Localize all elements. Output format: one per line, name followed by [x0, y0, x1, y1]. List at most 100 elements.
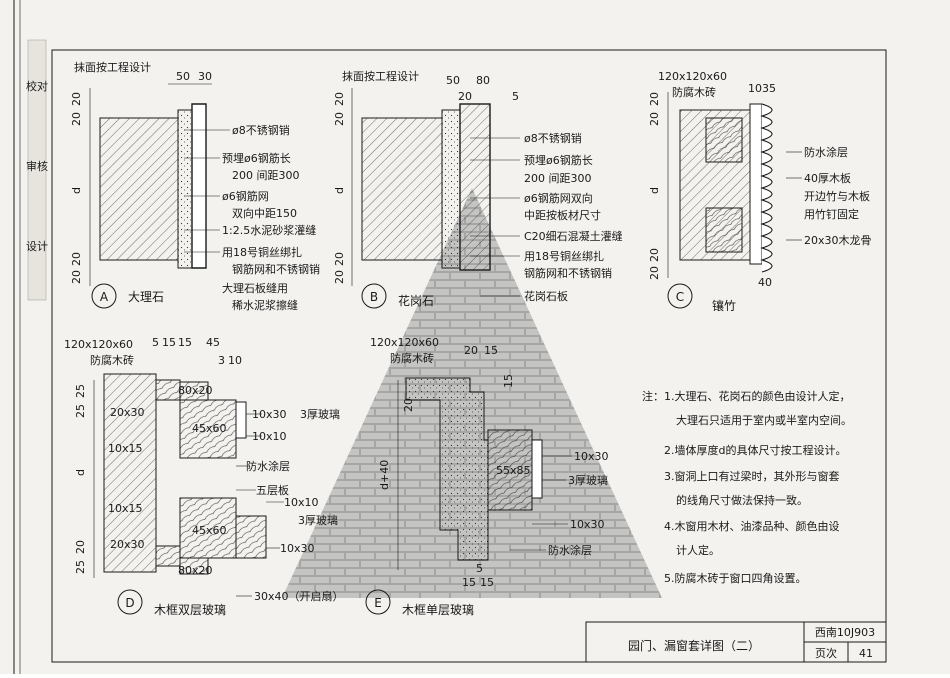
d-lbl-3: 45x60: [192, 422, 227, 435]
e-dim-s2: 20: [402, 398, 415, 412]
b-dim-l2: 20: [333, 112, 346, 126]
detail-a: 抹面按工程设计 50 30 20 20 d 20 20 ø8不锈钢销 预埋ø6钢…: [70, 60, 320, 312]
notes-head: 注：: [642, 389, 664, 403]
note-1b: 大理石只适用于室内或半室内空间。: [676, 413, 852, 427]
note-3b: 的线角尺寸做法保持一致。: [676, 493, 808, 507]
a-note-1: ø8不锈钢销: [232, 123, 290, 137]
c-dim-l5: 20: [648, 266, 661, 280]
binding-strip: 校对 审核 设计: [13, 0, 48, 674]
d-note-7: 3厚玻璃: [298, 513, 338, 527]
e-note-2: 3厚玻璃: [568, 473, 608, 487]
d-dim-l2: 25: [74, 404, 87, 418]
e-name: 木框单层玻璃: [402, 603, 474, 617]
d-note-6: 10x10: [284, 496, 319, 509]
d-top-label-2: 防腐木砖: [90, 353, 134, 367]
d-note-2: 3厚玻璃: [300, 407, 340, 421]
d-dim-t5: 3: [218, 354, 225, 367]
b-note-3: 200 间距300: [524, 172, 592, 185]
b-note-7: 用18号铜丝绑扎: [524, 249, 604, 263]
detail-c: 120x120x60 防腐木砖 10 35 20 20 d 20 20 40 防…: [648, 70, 872, 313]
e-note-1: 10x30: [574, 450, 609, 463]
e-top-label-1: 120x120x60: [370, 336, 439, 349]
d-top-label-1: 120x120x60: [64, 338, 133, 351]
b-note-5: 中距按板材尺寸: [524, 208, 601, 222]
d-dim-d: d: [74, 469, 87, 476]
general-notes: 注： 1.大理石、花岗石的颜色由设计人定， 大理石只适用于室内或半室内空间。 2…: [642, 389, 852, 585]
a-note-9: 大理石板缝用: [222, 281, 288, 295]
a-dim-l5: 20: [70, 270, 83, 284]
a-dim-l2: 20: [70, 112, 83, 126]
e-dim-20: 20: [464, 344, 478, 357]
page-label: 页次: [815, 646, 837, 660]
c-name: 镶竹: [712, 298, 736, 313]
d-dim-t1: 5: [152, 336, 159, 349]
d-note-9: 30x40（开启扇）: [254, 589, 344, 603]
c-dim-l4: 20: [648, 248, 661, 262]
a-name: 大理石: [128, 290, 164, 304]
d-note-1: 10x30: [252, 408, 287, 421]
c-id: C: [676, 290, 684, 304]
c-dim-10: 10: [748, 82, 762, 95]
e-top-label-2: 防腐木砖: [390, 351, 434, 365]
a-note-4: ø6钢筋网: [222, 189, 269, 203]
strip-text-3: 设计: [26, 240, 48, 253]
d-lbl-8: 80x20: [178, 564, 213, 577]
note-2: 2.墙体厚度d的具体尺寸按工程设计。: [664, 443, 846, 457]
b-dim-5: 5: [512, 90, 519, 103]
page-number: 41: [859, 647, 873, 660]
e-id: E: [374, 596, 382, 610]
b-dim-80: 80: [476, 74, 490, 87]
note-3: 3.窗洞上口有过梁时，其外形与窗套: [664, 469, 840, 483]
b-dim-20: 20: [458, 90, 472, 103]
a-dim-50: 50: [176, 70, 190, 83]
strip-text-2: 审核: [26, 159, 48, 173]
c-dim-l1: 20: [648, 92, 661, 106]
c-top-label-2: 防腐木砖: [672, 85, 716, 99]
d-dim-l1: 25: [74, 384, 87, 398]
b-note-2: 预埋ø6钢筋长: [524, 153, 593, 167]
b-note-1: ø8不锈钢销: [524, 131, 582, 145]
e-dim-b1: 5: [476, 562, 483, 575]
b-note-4: ø6钢筋网双向: [524, 191, 593, 205]
e-label-block: 55x85: [496, 464, 531, 477]
b-id: B: [370, 290, 378, 304]
e-note-4: 防水涂层: [548, 543, 592, 557]
b-dim-l1: 20: [333, 92, 346, 106]
d-note-8: 10x30: [280, 542, 315, 555]
d-note-3: 10x10: [252, 430, 287, 443]
a-note-8: 钢筋网和不锈钢销: [232, 262, 320, 276]
atlas-code: 西南10J903: [815, 626, 875, 639]
detail-d: 120x120x60 防腐木砖 5 15 15 45 3 10 25 25 d …: [64, 336, 344, 617]
note-5: 5.防腐木砖于窗口四角设置。: [664, 571, 807, 585]
c-note-4: 用竹钉固定: [804, 207, 859, 221]
title-block: 园门、漏窗套详图（二） 西南10J903 页次 41: [585, 621, 887, 663]
a-note-6: 1:2.5水泥砂浆灌缝: [222, 223, 316, 237]
e-note-3: 10x30: [570, 518, 605, 531]
a-dim-l1: 20: [70, 92, 83, 106]
a-dim-l4: 20: [70, 252, 83, 266]
e-dim-b3: 15: [480, 576, 494, 589]
e-dim-b2: 15: [462, 576, 476, 589]
b-note-8: 钢筋网和不锈钢销: [524, 266, 612, 280]
a-note-7: 用18号铜丝绑扎: [222, 245, 302, 259]
e-dim-s3: d+40: [378, 460, 391, 490]
drawing-title: 园门、漏窗套详图（二）: [628, 638, 760, 653]
b-top-label: 抹面按工程设计: [342, 69, 419, 83]
c-note-1: 防水涂层: [804, 145, 848, 159]
sheet-frame: [51, 49, 887, 663]
note-1: 1.大理石、花岗石的颜色由设计人定，: [664, 389, 851, 403]
a-dim-d: d: [70, 187, 83, 194]
strip-text-1: 校对: [26, 79, 48, 93]
d-dim-t4: 45: [206, 336, 220, 349]
d-lbl-2: 20x30: [110, 406, 145, 419]
b-dim-l5: 20: [333, 270, 346, 284]
b-dim-d: d: [333, 187, 346, 194]
d-dim-l4: 20: [74, 540, 87, 554]
a-note-3: 200 间距300: [232, 169, 300, 182]
d-lbl-6: 45x60: [192, 524, 227, 537]
note-4: 4.木窗用木材、油漆品种、颜色由设: [664, 519, 840, 533]
c-dim-d: d: [648, 187, 661, 194]
bamboo-strips: [760, 103, 773, 273]
d-note-5: 五层板: [256, 483, 289, 497]
